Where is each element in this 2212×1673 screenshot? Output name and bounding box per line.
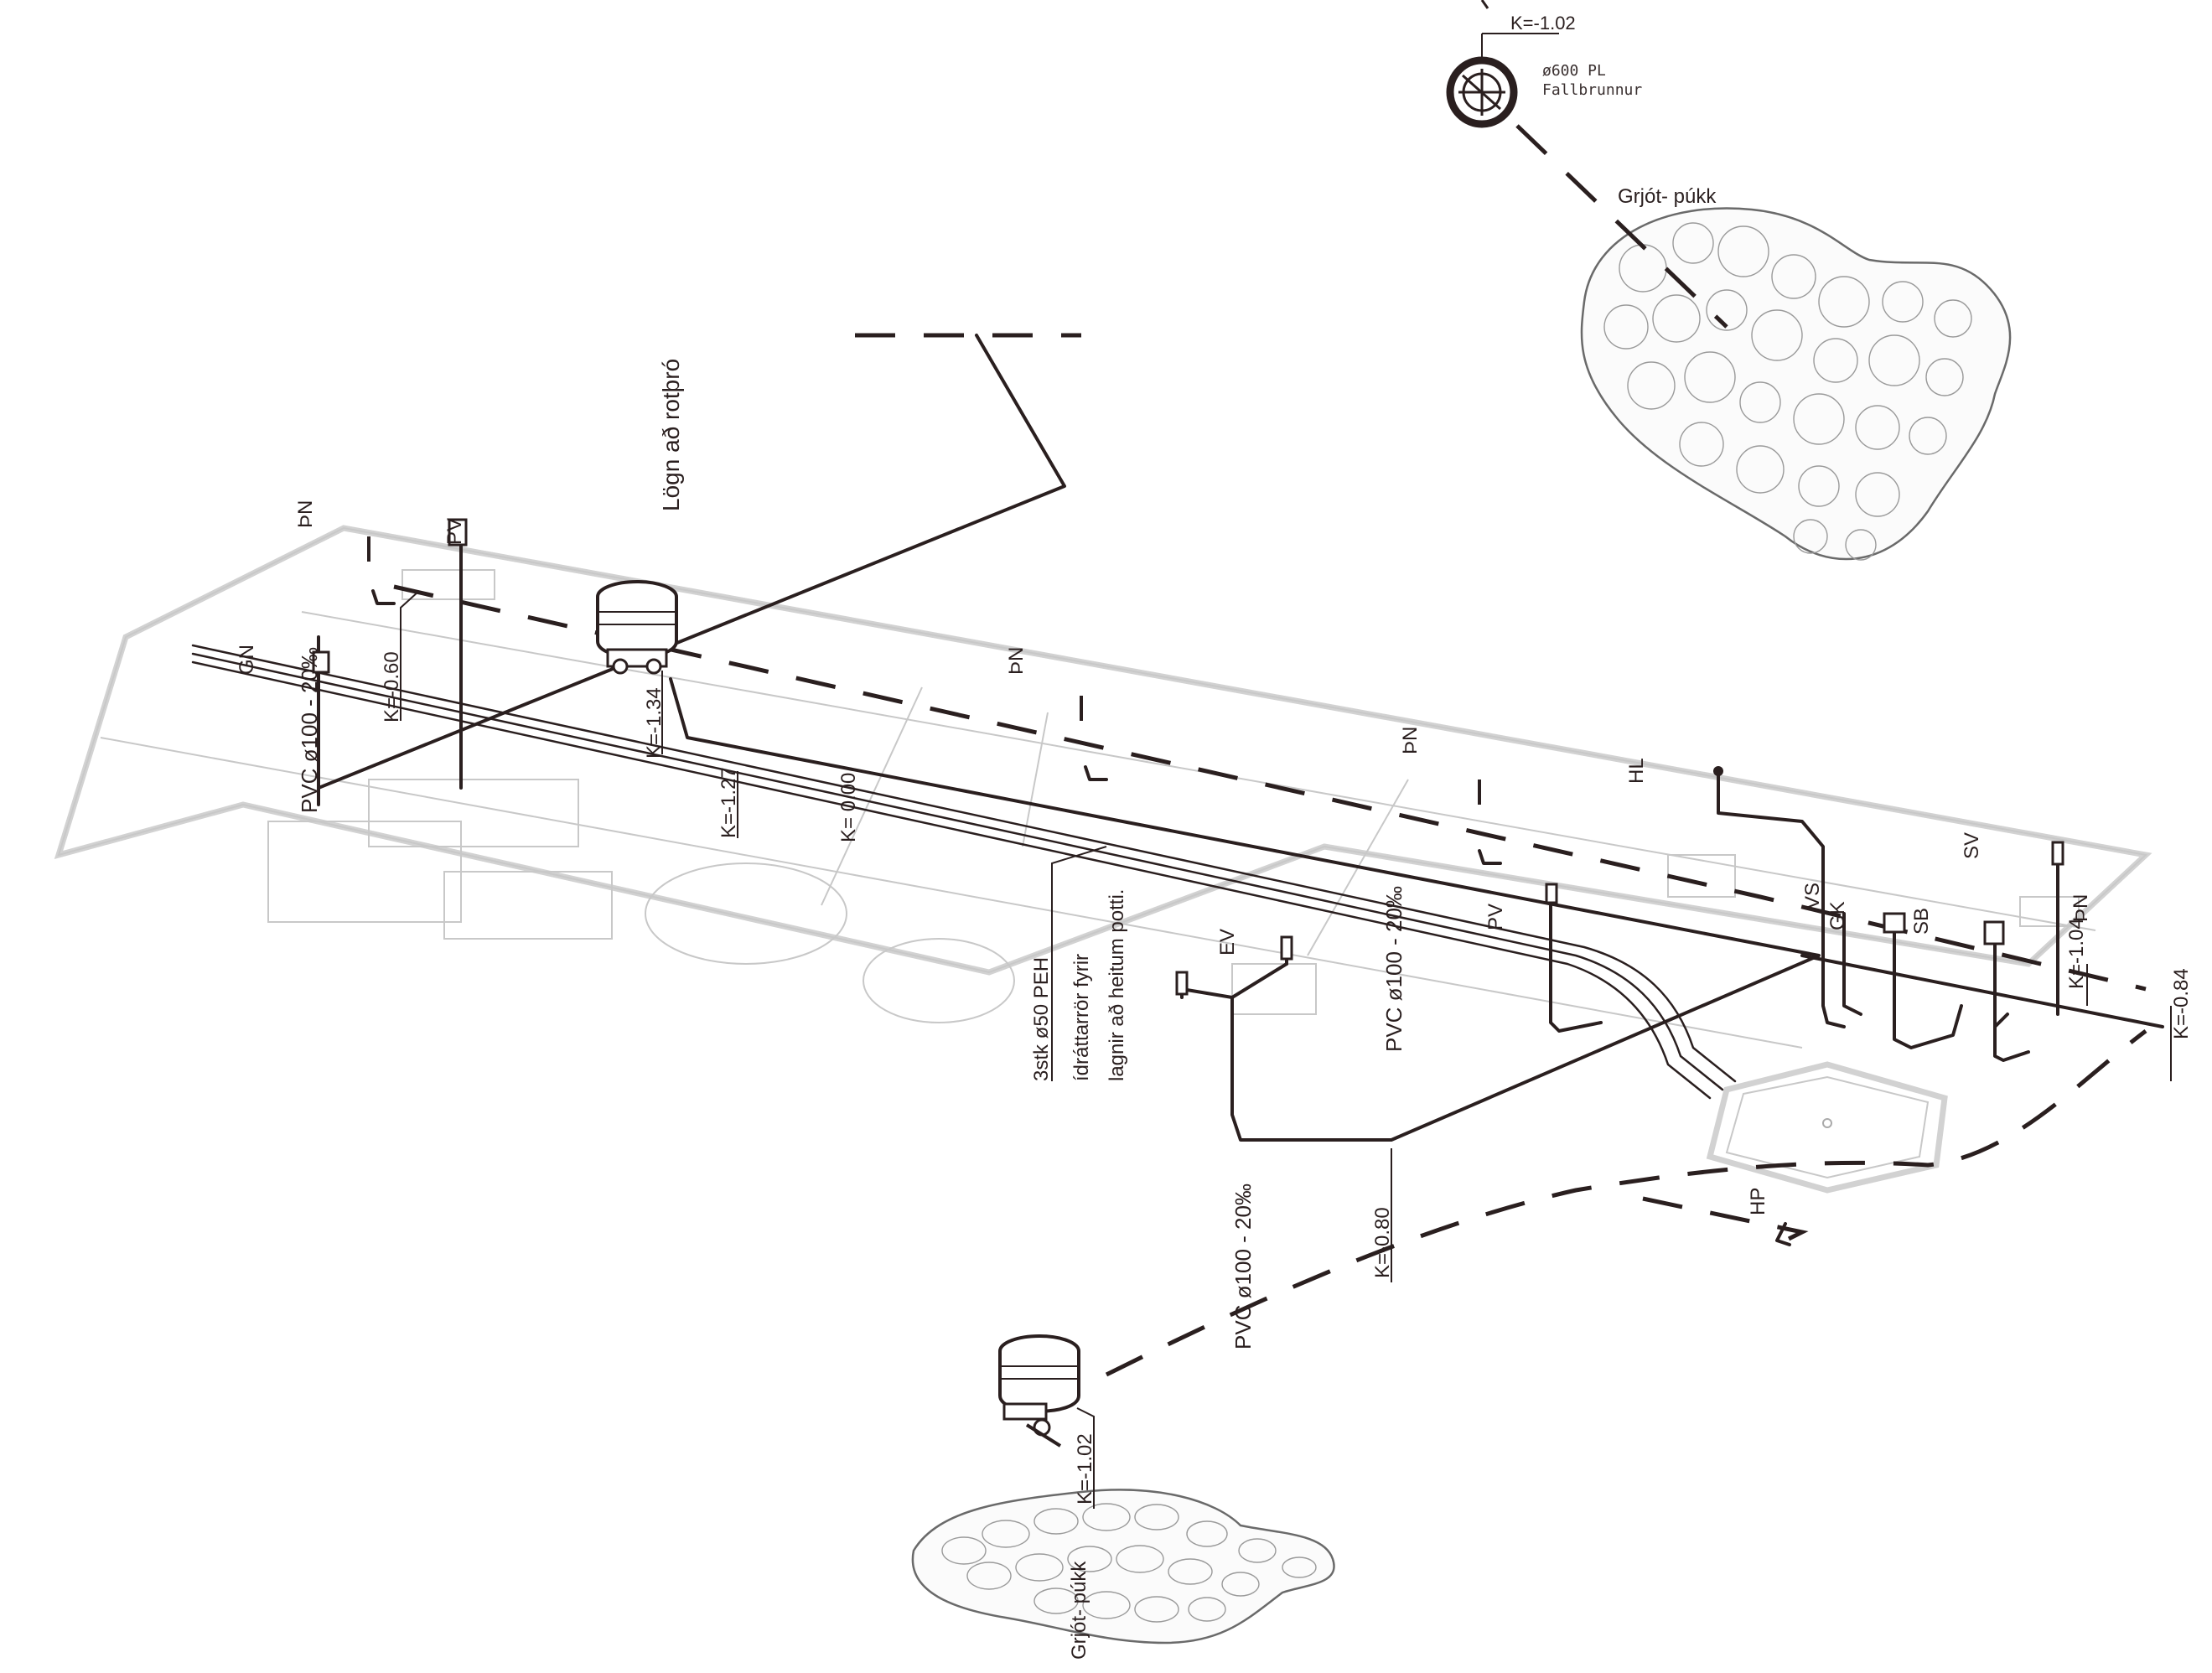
pipe-sb-riser	[1893, 929, 1963, 1049]
bed-3	[443, 871, 613, 940]
label-peh-2: ídráttarrör fyrir	[1070, 954, 1093, 1081]
leader-k102-bottom	[1076, 1407, 1095, 1509]
label-pn-3: ÞN	[1399, 727, 1422, 754]
fallbrunnur-well	[1446, 0, 1559, 128]
stub-ev-1-cap	[1175, 971, 1189, 996]
pipe-pv2-riser	[1549, 887, 1603, 1033]
hot-tub-inner	[1725, 1075, 1930, 1179]
stub-pn-cap	[2051, 841, 2064, 866]
gravel-soakaway-bottom	[911, 1489, 1335, 1645]
table-2	[863, 938, 1015, 1023]
fixture-ev	[1231, 963, 1317, 1015]
leaders	[400, 590, 2172, 1509]
label-ev: EV	[1216, 929, 1239, 956]
pipe-ev-branch-2	[1180, 987, 1234, 999]
hl-tap	[1713, 766, 1723, 776]
stub-ev-2-cap	[1280, 935, 1293, 961]
dashed-main-collector	[393, 584, 2147, 992]
interior-wall-2	[100, 737, 1803, 1049]
label-gn: GN	[236, 645, 258, 675]
label-k084: K=-0.84	[2170, 968, 2193, 1039]
leader-k060	[400, 590, 420, 721]
labels: K=-1.02 ø600 PL Fallbrunnur Grjót- púkk …	[236, 13, 2193, 1660]
peh-duct-3	[191, 660, 1712, 1100]
interior-wall-3	[821, 686, 923, 906]
pipe-main-drain	[669, 677, 1821, 1142]
table-1	[645, 862, 847, 965]
dashed-surface-drain	[1105, 1029, 2147, 1377]
pipe-sv-riser	[1993, 937, 2030, 1062]
bend-4	[1993, 1013, 2009, 1049]
pipe-hl-riser	[1717, 774, 1846, 1028]
label-vs: VS	[1801, 883, 1824, 909]
gravel-soakaway-top	[1580, 207, 2012, 561]
dashed-branch	[1642, 1196, 1809, 1243]
label-to-septic: Lögn að rotþró	[658, 359, 684, 511]
label-pvc-mid: PVC ø100 - 20‰	[1381, 886, 1406, 1052]
pipe-ev-branch	[1230, 962, 1288, 999]
label-k080: K=-0.80	[1371, 1207, 1394, 1278]
label-gravel-top: Grjót- púkk	[1618, 185, 1717, 208]
floor-plan	[54, 525, 2152, 1194]
peh-duct-1	[191, 644, 1737, 1083]
label-fallbrunnur-size: ø600 PL	[1542, 62, 1606, 80]
inspection-well-bottom	[998, 1334, 1080, 1448]
bend-1	[371, 589, 396, 605]
bend-2	[1084, 765, 1108, 781]
label-fallbrunnur-name: Fallbrunnur	[1542, 81, 1642, 99]
label-hp: HP	[1747, 1188, 1769, 1215]
stub-pv2-cap	[1545, 883, 1558, 904]
label-k102-bottom: K=-1.02	[1074, 1433, 1096, 1505]
building-outline-inner	[57, 526, 2148, 974]
label-pv-1: PV	[443, 518, 466, 545]
peh-duct-2	[191, 652, 1724, 1091]
bed-1	[368, 779, 579, 847]
bed-2	[267, 821, 462, 923]
sv-trap	[1983, 920, 2005, 945]
interior-wall-5	[1022, 712, 1049, 847]
hot-tub-drain	[1822, 1118, 1832, 1128]
label-pv-2: PV	[1484, 904, 1507, 930]
sb-trap	[1883, 912, 1906, 934]
fixture-pn	[2019, 896, 2080, 927]
label-k127: K=-1.27	[717, 767, 740, 838]
label-k134: K=-1.34	[643, 687, 666, 759]
label-pn-1: ÞN	[294, 500, 317, 528]
dashed-to-soakaway	[1515, 124, 1728, 329]
label-peh-3: lagnir að heitum potti.	[1106, 889, 1128, 1081]
bend-5	[1775, 1222, 1791, 1246]
label-top-level: K=-1.02	[1510, 13, 1576, 34]
label-k000: K= 0.00	[837, 773, 860, 842]
label-pvc-left: PVC ø100 - 20‰	[297, 647, 322, 813]
dashed-pipes	[367, 124, 2147, 1377]
label-pn-4: ÞN	[2070, 894, 2092, 922]
solid-pipes	[191, 334, 2164, 1142]
label-peh-1: 3stk ø50 PEH	[1030, 957, 1053, 1081]
label-sb: SB	[1910, 908, 1933, 935]
pv-cap	[448, 518, 468, 546]
label-sv: SV	[1961, 832, 1983, 859]
bend-3	[1478, 849, 1502, 865]
label-pvc-bottom: PVC ø100 - 20‰	[1230, 1184, 1256, 1349]
label-pn-2: ÞN	[1005, 647, 1028, 675]
pipe-gk-riser	[1842, 912, 1862, 1016]
label-hl: HL	[1625, 758, 1648, 784]
label-k060: K=-0.60	[381, 651, 403, 723]
gn-cap	[312, 650, 330, 674]
label-k104: K=-1.04	[2065, 918, 2088, 989]
fixture-pv	[401, 569, 495, 600]
pipe-east-run	[1800, 954, 2164, 1028]
inspection-well-top	[596, 580, 678, 675]
label-gk: GK	[1826, 901, 1849, 930]
pipe-to-septic	[317, 334, 1066, 790]
label-gravel-bottom: Grjót- púkk	[1068, 1561, 1090, 1660]
leader-peh	[1051, 846, 1107, 1081]
hot-tub	[1706, 1061, 1948, 1194]
